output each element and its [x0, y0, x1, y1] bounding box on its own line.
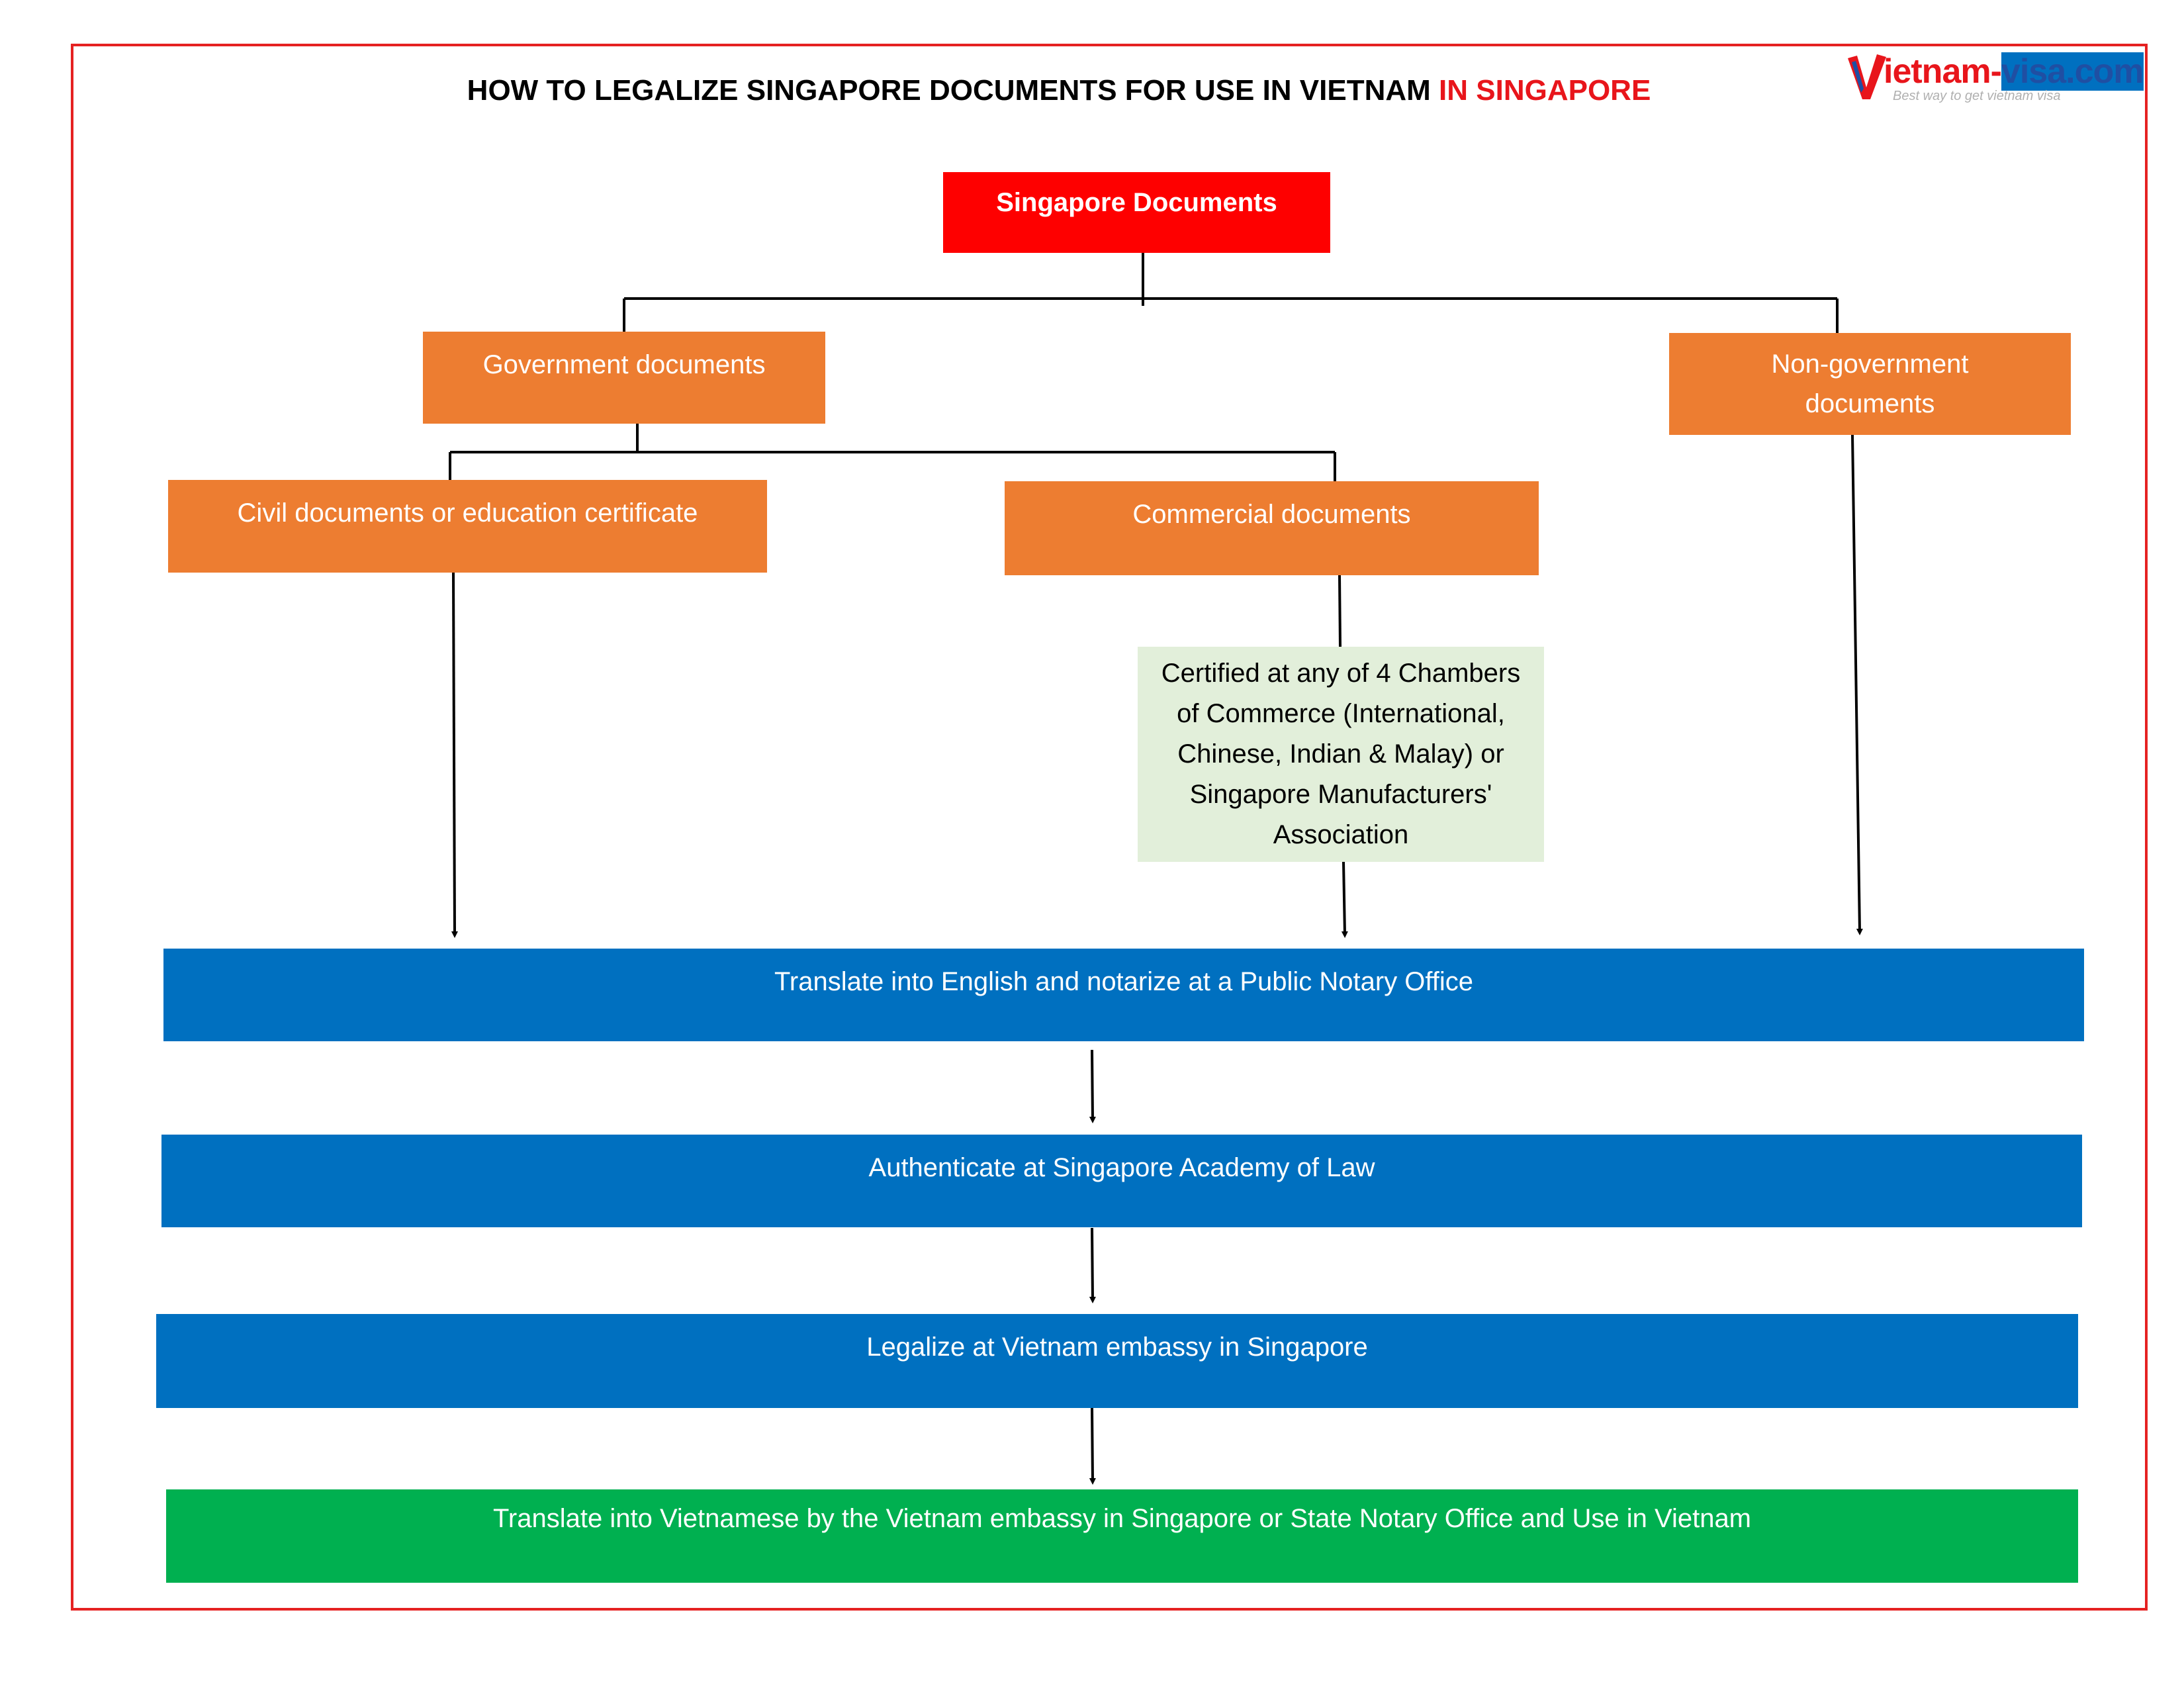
node-singapore-documents: Singapore Documents: [943, 172, 1330, 253]
node-commercial-documents: Commercial documents: [1005, 481, 1539, 575]
title-accent: IN SINGAPORE: [1439, 74, 1651, 107]
logo-v-icon: [1848, 54, 1886, 99]
node-government-documents-label: Government documents: [482, 350, 766, 379]
node-civil-documents: Civil documents or education certificate: [168, 480, 767, 573]
node-non-government-documents: Non-government documents: [1669, 333, 2071, 435]
step-translate-english-label: Translate into English and notarize at a…: [774, 967, 1474, 996]
node-certified-chambers: Certified at any of 4 Chambers of Commer…: [1138, 647, 1544, 862]
node-commercial-documents-label: Commercial documents: [1132, 500, 1411, 529]
node-certified-chambers-label: Certified at any of 4 Chambers of Commer…: [1161, 659, 1521, 849]
node-singapore-documents-label: Singapore Documents: [996, 188, 1277, 217]
logo-wordmark: ietnam-visa.com: [1884, 52, 2144, 91]
logo-tagline: Best way to get vietnam visa: [1893, 89, 2061, 103]
node-government-documents: Government documents: [423, 332, 825, 424]
title-main: HOW TO LEGALIZE SINGAPORE DOCUMENTS FOR …: [467, 74, 1431, 107]
node-civil-documents-label: Civil documents or education certificate: [237, 498, 698, 528]
step-translate-vietnamese: Translate into Vietnamese by the Vietnam…: [166, 1489, 2078, 1583]
step-authenticate-label: Authenticate at Singapore Academy of Law: [868, 1153, 1375, 1182]
diagram-frame: [71, 44, 2148, 1611]
diagram-title: HOW TO LEGALIZE SINGAPORE DOCUMENTS FOR …: [424, 74, 1694, 107]
step-legalize-label: Legalize at Vietnam embassy in Singapore: [866, 1333, 1368, 1362]
node-non-government-documents-label: Non-government documents: [1771, 350, 1969, 418]
step-legalize: Legalize at Vietnam embassy in Singapore: [156, 1314, 2078, 1408]
logo-text-red: ietnam-: [1884, 52, 2002, 91]
step-authenticate: Authenticate at Singapore Academy of Law: [161, 1135, 2082, 1227]
step-translate-vietnamese-label: Translate into Vietnamese by the Vietnam…: [492, 1504, 1752, 1533]
step-translate-english: Translate into English and notarize at a…: [163, 949, 2084, 1041]
vietnam-visa-logo: ietnam-visa.com Best way to get vietnam …: [1846, 49, 2151, 109]
logo-text-blue: visa.com: [2001, 52, 2144, 91]
